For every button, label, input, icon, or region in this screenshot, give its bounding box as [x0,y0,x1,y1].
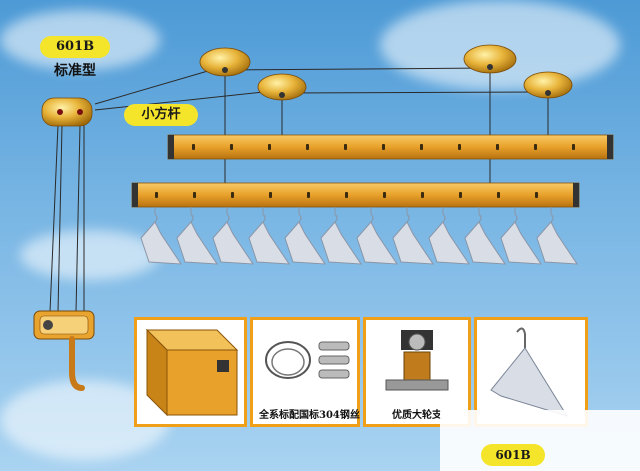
hand-crank [33,310,95,391]
rod-label: 小方杆 [124,104,198,126]
hanger-closeup-image [490,327,569,417]
clothes-hanger [500,207,542,265]
panel-wire: 全系标配国标304钢丝 [250,317,360,427]
clothes-hanger [284,207,326,265]
clothes-hanger [392,207,434,265]
wall-control-box [41,97,93,127]
pulley-wheel-image [385,330,449,391]
hangers [140,207,578,265]
panel-caption: 优质大轮支 [392,410,442,421]
ceiling-pulley [199,47,251,77]
clothes-hanger [320,207,362,265]
clothes-hanger [176,207,218,265]
panel-pulley: 优质大轮支 [363,317,471,427]
support-wires [49,65,549,313]
clothes-hanger [140,207,182,265]
upper-rail [167,134,614,160]
clothes-hanger [464,207,506,265]
ceiling-pulley [257,73,307,101]
clothes-hanger [212,207,254,265]
panel-caption: 全系标配国标304钢丝 [259,410,360,421]
cloud [20,230,160,280]
panel-profile [134,317,247,427]
panel-hanger [474,317,588,427]
ceiling-pulley [523,71,573,99]
model-badge: 601B [40,36,110,58]
clothes-hanger [536,207,578,265]
clothes-hanger [356,207,398,265]
bottom-model-badge: 601B [481,444,545,466]
steel-wire-image [265,341,350,379]
clothes-hanger [248,207,290,265]
clothes-hanger [428,207,470,265]
aluminum-profile-image [145,328,239,417]
cloud [380,0,620,90]
series-label: 标准型 [54,63,96,79]
lower-rail [131,182,580,208]
ceiling-pulley [463,44,517,74]
